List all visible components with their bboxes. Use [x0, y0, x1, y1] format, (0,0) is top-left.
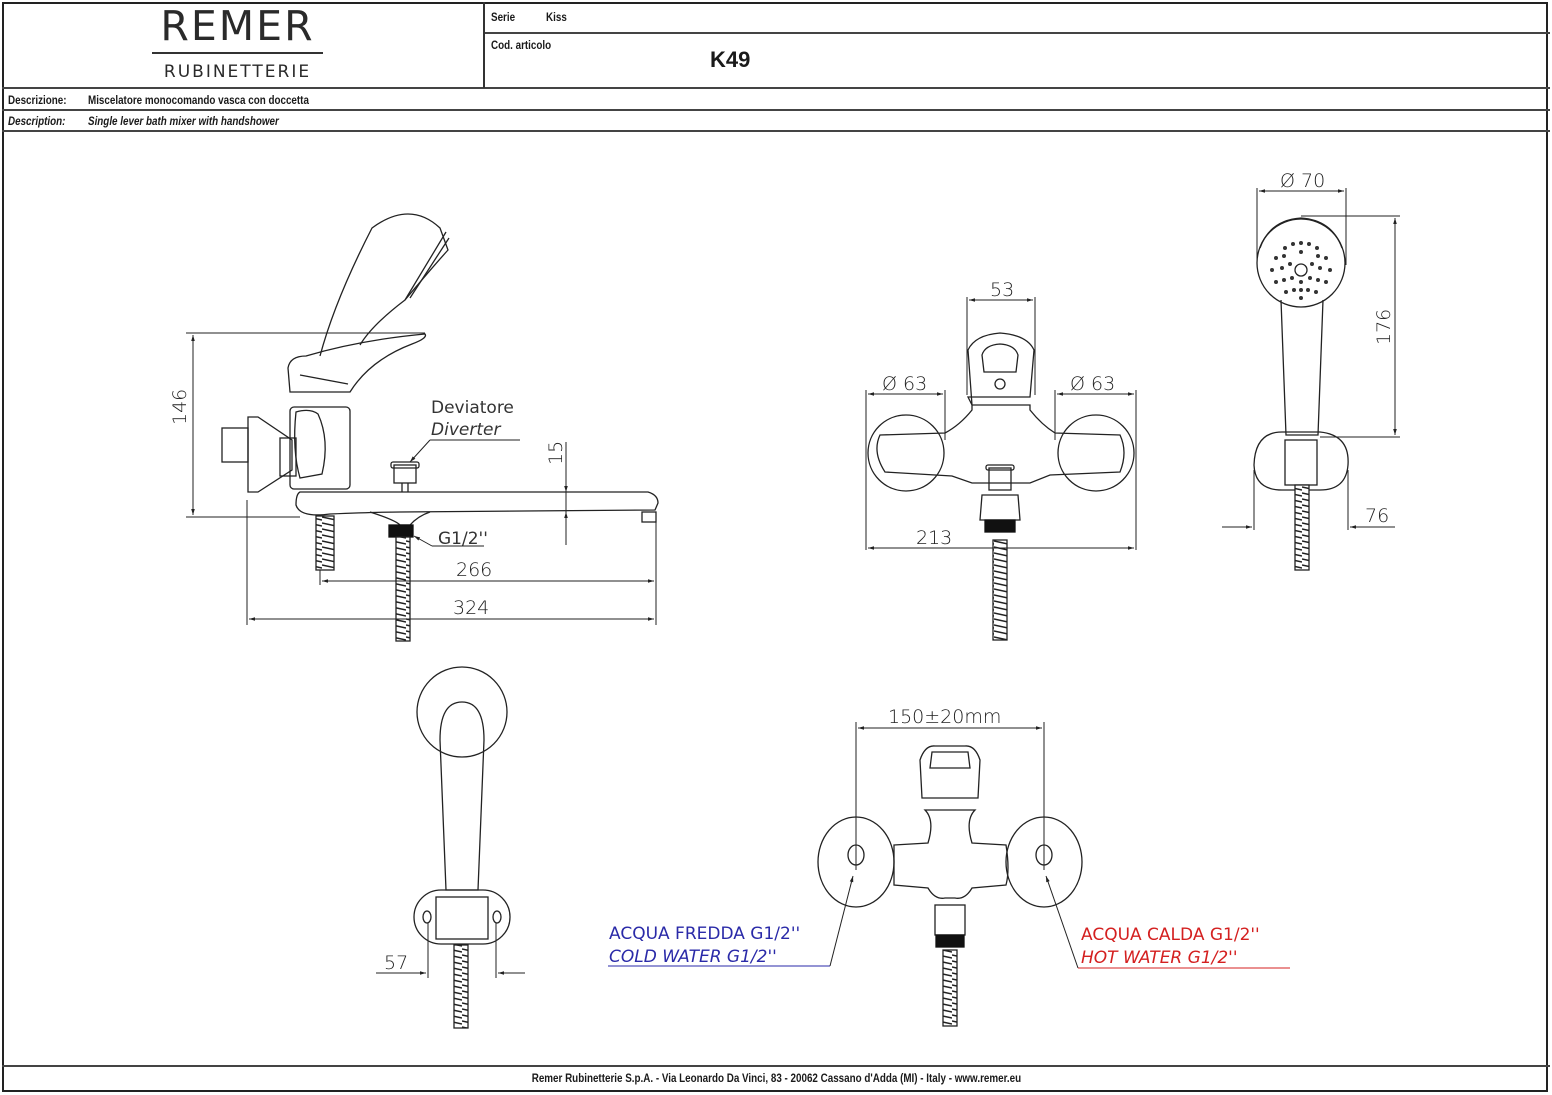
front-left-flange [867, 414, 945, 492]
description-it-value: Miscelatore monocomando vasca con doccet… [88, 93, 309, 107]
dim-spout-15: 15 [545, 441, 567, 465]
connection-view [817, 745, 1083, 936]
hot-water-label-en: HOT WATER G1/2'' [1081, 948, 1238, 968]
connection-body [893, 809, 1009, 899]
brand-logo: REMER [160, 2, 315, 50]
side-hose-inlet [315, 515, 335, 571]
serie-label: Serie [491, 10, 516, 24]
footer-top-line [2, 1065, 1550, 1067]
code-label: Cod. articolo [491, 38, 552, 52]
diverter-label-en: Diverter [431, 420, 501, 440]
holder-bracket [413, 889, 511, 945]
dim-head-70: Ø 70 [1280, 170, 1325, 192]
description-en-label: Description: [8, 114, 66, 128]
dim-lever-53: 53 [990, 279, 1014, 301]
diverter-label-it: Deviatore [431, 398, 514, 418]
footer-text: Remer Rubinetterie S.p.A. - Via Leonardo… [531, 1071, 1021, 1085]
cold-water-label-it: ACQUA FREDDA G1/2'' [609, 924, 800, 944]
dim-left-flange-63: Ø 63 [882, 373, 927, 395]
footer-address: Remer Rubinetterie S.p.A. - Via Leonardo… [0, 1071, 1552, 1085]
dim-height-146: 146 [169, 389, 191, 425]
brand-subtitle: RUBINETTERIE [163, 62, 312, 82]
connection-lever [919, 745, 981, 799]
dim-length-266: 266 [456, 559, 492, 581]
side-lever [287, 333, 427, 393]
dim-length-324: 324 [453, 597, 489, 619]
handshower-handle [1280, 299, 1324, 436]
description-en-value: Single lever bath mixer with handshower [88, 114, 279, 128]
side-handshower [319, 213, 449, 357]
handshower-hose [1294, 484, 1310, 571]
side-body [289, 406, 351, 490]
product-code: K49 [710, 47, 751, 72]
handshower-view [1253, 217, 1349, 491]
side-hose [395, 536, 411, 642]
dim-width-213: 213 [916, 527, 952, 549]
dim-holder-57: 57 [384, 952, 408, 974]
dim-right-flange-63: Ø 63 [1070, 373, 1115, 395]
side-view [221, 213, 659, 526]
logo-rule [152, 52, 323, 54]
header-bottom-line [2, 87, 1550, 89]
description-divider [2, 109, 1550, 111]
thread-label: G1/2'' [438, 529, 488, 549]
side-spout [295, 491, 659, 516]
hot-water-label-it: ACQUA CALDA G1/2'' [1081, 925, 1260, 945]
handshower-head [1256, 218, 1346, 308]
front-hose [992, 539, 1008, 641]
front-right-flange [1057, 414, 1135, 492]
holder-head [416, 666, 508, 758]
side-diverter [393, 464, 417, 484]
spray-nozzles [1270, 241, 1332, 300]
description-bottom-line [2, 130, 1550, 132]
description-it-label: Descrizione: [8, 93, 67, 107]
holder-view [413, 666, 511, 945]
serie-value: Kiss [546, 10, 567, 24]
side-nut [221, 427, 249, 463]
handshower-holder [1253, 431, 1349, 491]
holder-handle [439, 739, 485, 891]
dim-holder-76: 76 [1365, 505, 1389, 527]
front-lever [966, 332, 1035, 406]
header-vertical-divider [483, 2, 485, 88]
dim-centers-150: 150±20mm [888, 706, 1001, 728]
cold-water-label-en: COLD WATER G1/2'' [609, 947, 777, 967]
front-body [876, 404, 1125, 484]
connection-hose [942, 949, 958, 1027]
side-wall-flange [247, 416, 293, 493]
front-view [867, 332, 1135, 521]
holder-hose [453, 944, 469, 1029]
dim-length-176: 176 [1373, 309, 1395, 345]
header-divider [484, 32, 1550, 34]
